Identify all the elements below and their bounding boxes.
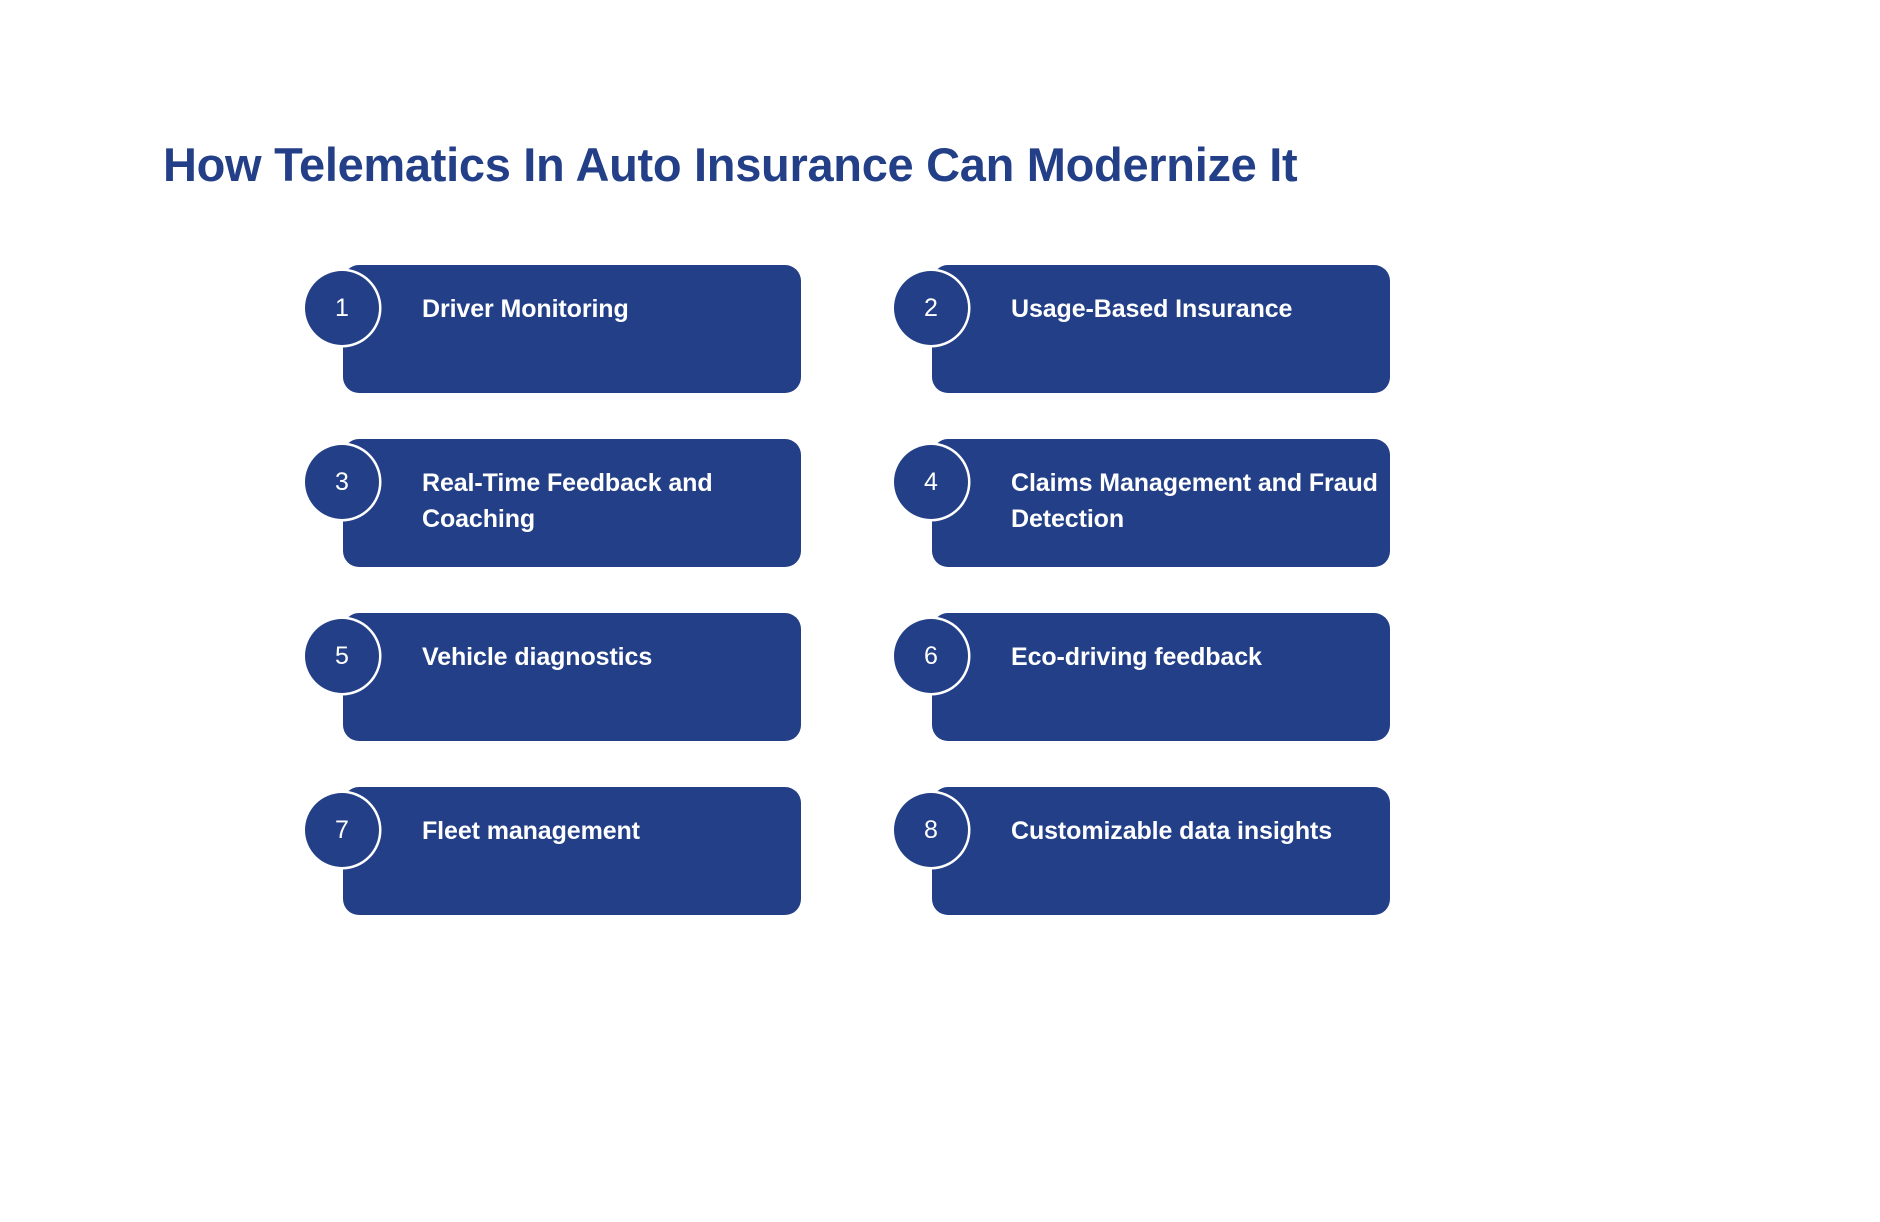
card-label: Vehicle diagnostics [422, 643, 653, 671]
feature-card-4[interactable]: Claims Management and Fraud Detection 4 [894, 439, 1390, 567]
feature-card-6[interactable]: Eco-driving feedback 6 [894, 613, 1390, 741]
card-label: Usage-Based Insurance [1011, 295, 1293, 323]
card-body: Eco-driving feedback [932, 613, 1390, 741]
card-number-badge: 8 [894, 793, 968, 867]
card-body: Fleet management [343, 787, 801, 915]
card-number-badge: 1 [305, 271, 379, 345]
card-body: Customizable data insights [932, 787, 1390, 915]
card-number-badge: 7 [305, 793, 379, 867]
feature-card-1[interactable]: Driver Monitoring 1 [305, 265, 801, 393]
card-body: Claims Management and Fraud Detection [932, 439, 1390, 567]
card-label: Driver Monitoring [422, 295, 629, 323]
card-number-badge: 3 [305, 445, 379, 519]
feature-card-2[interactable]: Usage-Based Insurance 2 [894, 265, 1390, 393]
feature-card-8[interactable]: Customizable data insights 8 [894, 787, 1390, 915]
card-body: Real-Time Feedback and Coaching [343, 439, 801, 567]
feature-card-3[interactable]: Real-Time Feedback and Coaching 3 [305, 439, 801, 567]
card-number-badge: 2 [894, 271, 968, 345]
card-number-badge: 4 [894, 445, 968, 519]
card-label: Claims Management and Fraud Detection [1011, 469, 1378, 533]
card-body: Vehicle diagnostics [343, 613, 801, 741]
card-label: Real-Time Feedback and Coaching [422, 469, 713, 533]
card-label: Fleet management [422, 817, 640, 845]
card-number-badge: 5 [305, 619, 379, 693]
page-title: How Telematics In Auto Insurance Can Mod… [163, 138, 1298, 192]
card-label: Eco-driving feedback [1011, 643, 1262, 671]
card-body: Usage-Based Insurance [932, 265, 1390, 393]
feature-card-7[interactable]: Fleet management 7 [305, 787, 801, 915]
feature-card-5[interactable]: Vehicle diagnostics 5 [305, 613, 801, 741]
card-number-badge: 6 [894, 619, 968, 693]
card-label: Customizable data insights [1011, 817, 1333, 845]
card-body: Driver Monitoring [343, 265, 801, 393]
